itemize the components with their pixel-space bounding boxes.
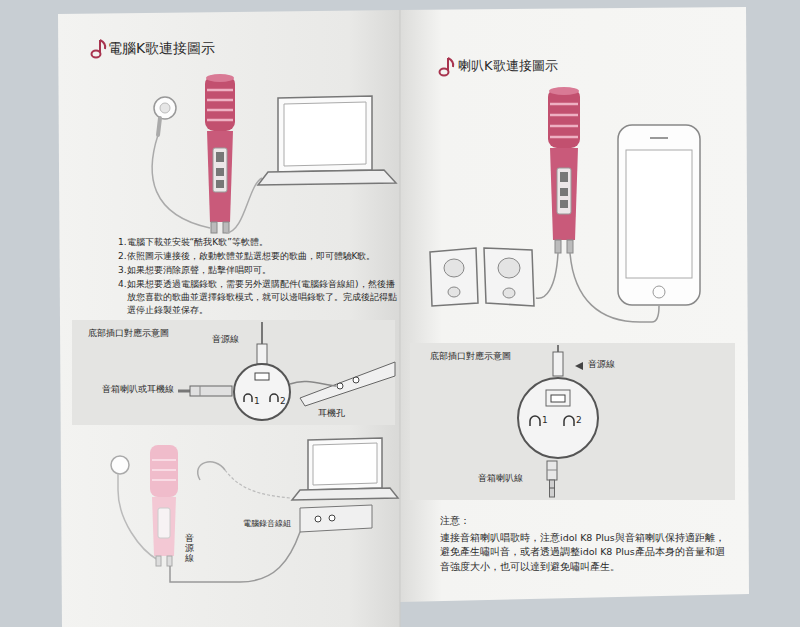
panel-heading: 底部插口對應示意圖 [88,328,169,340]
note-text: 連接音箱喇叭唱歌時，注意idol K8 Plus與音箱喇叭保持適距離，避免產生嘯… [440,531,732,574]
note-heading: 注意： [440,515,470,527]
page-title: 電腦K歌連接圖示 [108,39,215,57]
port-label: 耳機孔 [318,408,345,420]
port-number: 2 [576,415,582,427]
instruction: 3.如果想要消除原聲，點擊伴唱即可。 [118,264,402,277]
instruction: 2.依照圖示連接後，啟動軟體並點選想要的歌曲，即可體驗K歌。 [118,250,402,263]
cable-label: 音源線 [588,359,615,371]
port-number: 2 [280,396,286,408]
page-title: 喇叭K歌連接圖示 [458,58,558,75]
cable-label: 音箱喇叭線 [478,473,523,485]
cable-label: 音箱喇叭或耳機線 [102,384,174,396]
port-number: 1 [542,415,548,427]
cable-label: 音源線 [185,534,194,564]
port-number: 1 [254,396,260,408]
instruction: 4.如果想要透過電腦錄歌，需要另外選購配件(電腦錄音線組)，然後播放您喜歡的歌曲… [118,278,402,317]
panel-heading: 底部插口對應示意圖 [430,351,511,363]
cable-label: 音源線 [212,334,239,346]
cable-label: 電腦錄音線組 [243,519,291,529]
diagram-panel: 底部插口對應示意圖音源線音箱喇叭或耳機線 1 2 耳機孔 [72,320,395,425]
instruction: 1.電腦下載並安裝“酷我K歌”等軟體。 [118,236,402,249]
diagram-panel: 底部插口對應示意圖音源線 1 2 音箱喇叭線 [410,343,735,500]
